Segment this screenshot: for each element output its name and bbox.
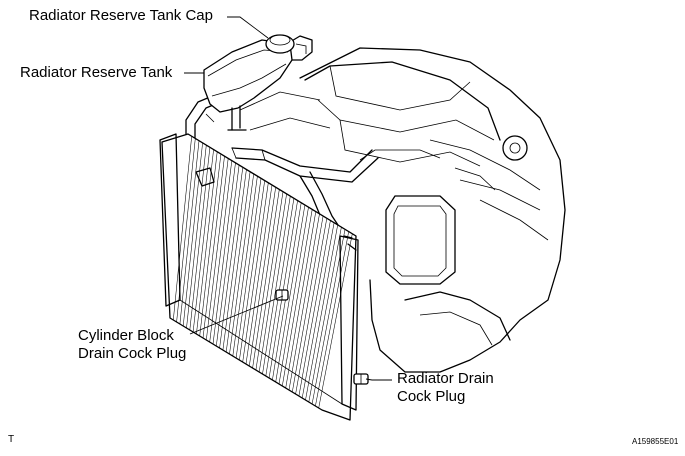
radiator-fin bbox=[232, 176, 258, 357]
radiator-fin bbox=[173, 136, 192, 321]
radiator-fin bbox=[209, 160, 233, 343]
radiator-fin bbox=[285, 211, 317, 389]
radiator-fin bbox=[186, 145, 207, 329]
radiator-fin bbox=[202, 156, 225, 339]
radiator-fin bbox=[262, 196, 291, 375]
radiator bbox=[159, 133, 359, 421]
radiator-fin bbox=[278, 207, 309, 385]
corner-mark-right: A159855E01 bbox=[632, 437, 679, 446]
radiator-fin bbox=[318, 233, 353, 409]
radiator-fin bbox=[192, 149, 214, 333]
radiator-fin bbox=[308, 227, 342, 403]
radiator-fin bbox=[239, 180, 265, 361]
radiator-fin bbox=[268, 200, 298, 379]
radiator-fin bbox=[206, 158, 229, 341]
label-radiator-drain-line2: Cock Plug bbox=[397, 388, 466, 405]
radiator-fin bbox=[292, 215, 324, 393]
radiator-fin bbox=[212, 162, 236, 345]
radiator-fin bbox=[282, 209, 313, 387]
leader-radiator-drain bbox=[365, 378, 392, 381]
radiator-fin bbox=[311, 229, 346, 405]
radiator-fin bbox=[305, 224, 338, 401]
reserve-tank bbox=[203, 35, 313, 131]
radiator-fin bbox=[265, 198, 295, 377]
reserve-tank-cap bbox=[265, 34, 295, 54]
radiator-fin bbox=[216, 164, 240, 347]
radiator-fins bbox=[173, 136, 353, 409]
label-reserve-tank: Radiator Reserve Tank bbox=[20, 64, 173, 81]
radiator-fin bbox=[258, 193, 287, 373]
label-cylinder-block-drain-line1: Cylinder Block bbox=[78, 327, 174, 344]
radiator-fin bbox=[275, 204, 306, 383]
radiator-fin bbox=[199, 153, 222, 337]
label-cylinder-block-drain-line2: Drain Cock Plug bbox=[78, 345, 187, 362]
radiator-fin bbox=[298, 220, 331, 397]
radiator-fin bbox=[249, 187, 276, 367]
corner-mark-left: T bbox=[8, 434, 15, 445]
radiator-fin bbox=[245, 184, 273, 365]
leader-lines bbox=[184, 16, 392, 381]
leader-reserve-tank-cap bbox=[227, 16, 269, 39]
engine-block bbox=[239, 47, 566, 373]
radiator-fin bbox=[225, 171, 251, 353]
radiator-fin bbox=[219, 167, 244, 349]
radiator-drain-plug bbox=[353, 373, 369, 385]
radiator-fin bbox=[182, 142, 203, 327]
radiator-fin bbox=[235, 178, 262, 359]
label-reserve-tank-cap: Radiator Reserve Tank Cap bbox=[29, 7, 213, 24]
radiator-fin bbox=[189, 147, 211, 331]
label-radiator-drain-line1: Radiator Drain bbox=[397, 370, 494, 387]
leader-cylinder-block-drain bbox=[189, 295, 284, 335]
radiator-fin bbox=[229, 173, 254, 355]
radiator-fin bbox=[295, 218, 328, 395]
radiator-fin bbox=[315, 231, 349, 407]
radiator-fin bbox=[222, 169, 247, 351]
radiator-fin bbox=[288, 213, 320, 391]
radiator-fin bbox=[255, 191, 284, 371]
radiator-fin bbox=[252, 189, 280, 369]
radiator-fin bbox=[301, 222, 335, 399]
radiator-fin bbox=[242, 182, 269, 363]
radiator-fin bbox=[179, 140, 200, 325]
